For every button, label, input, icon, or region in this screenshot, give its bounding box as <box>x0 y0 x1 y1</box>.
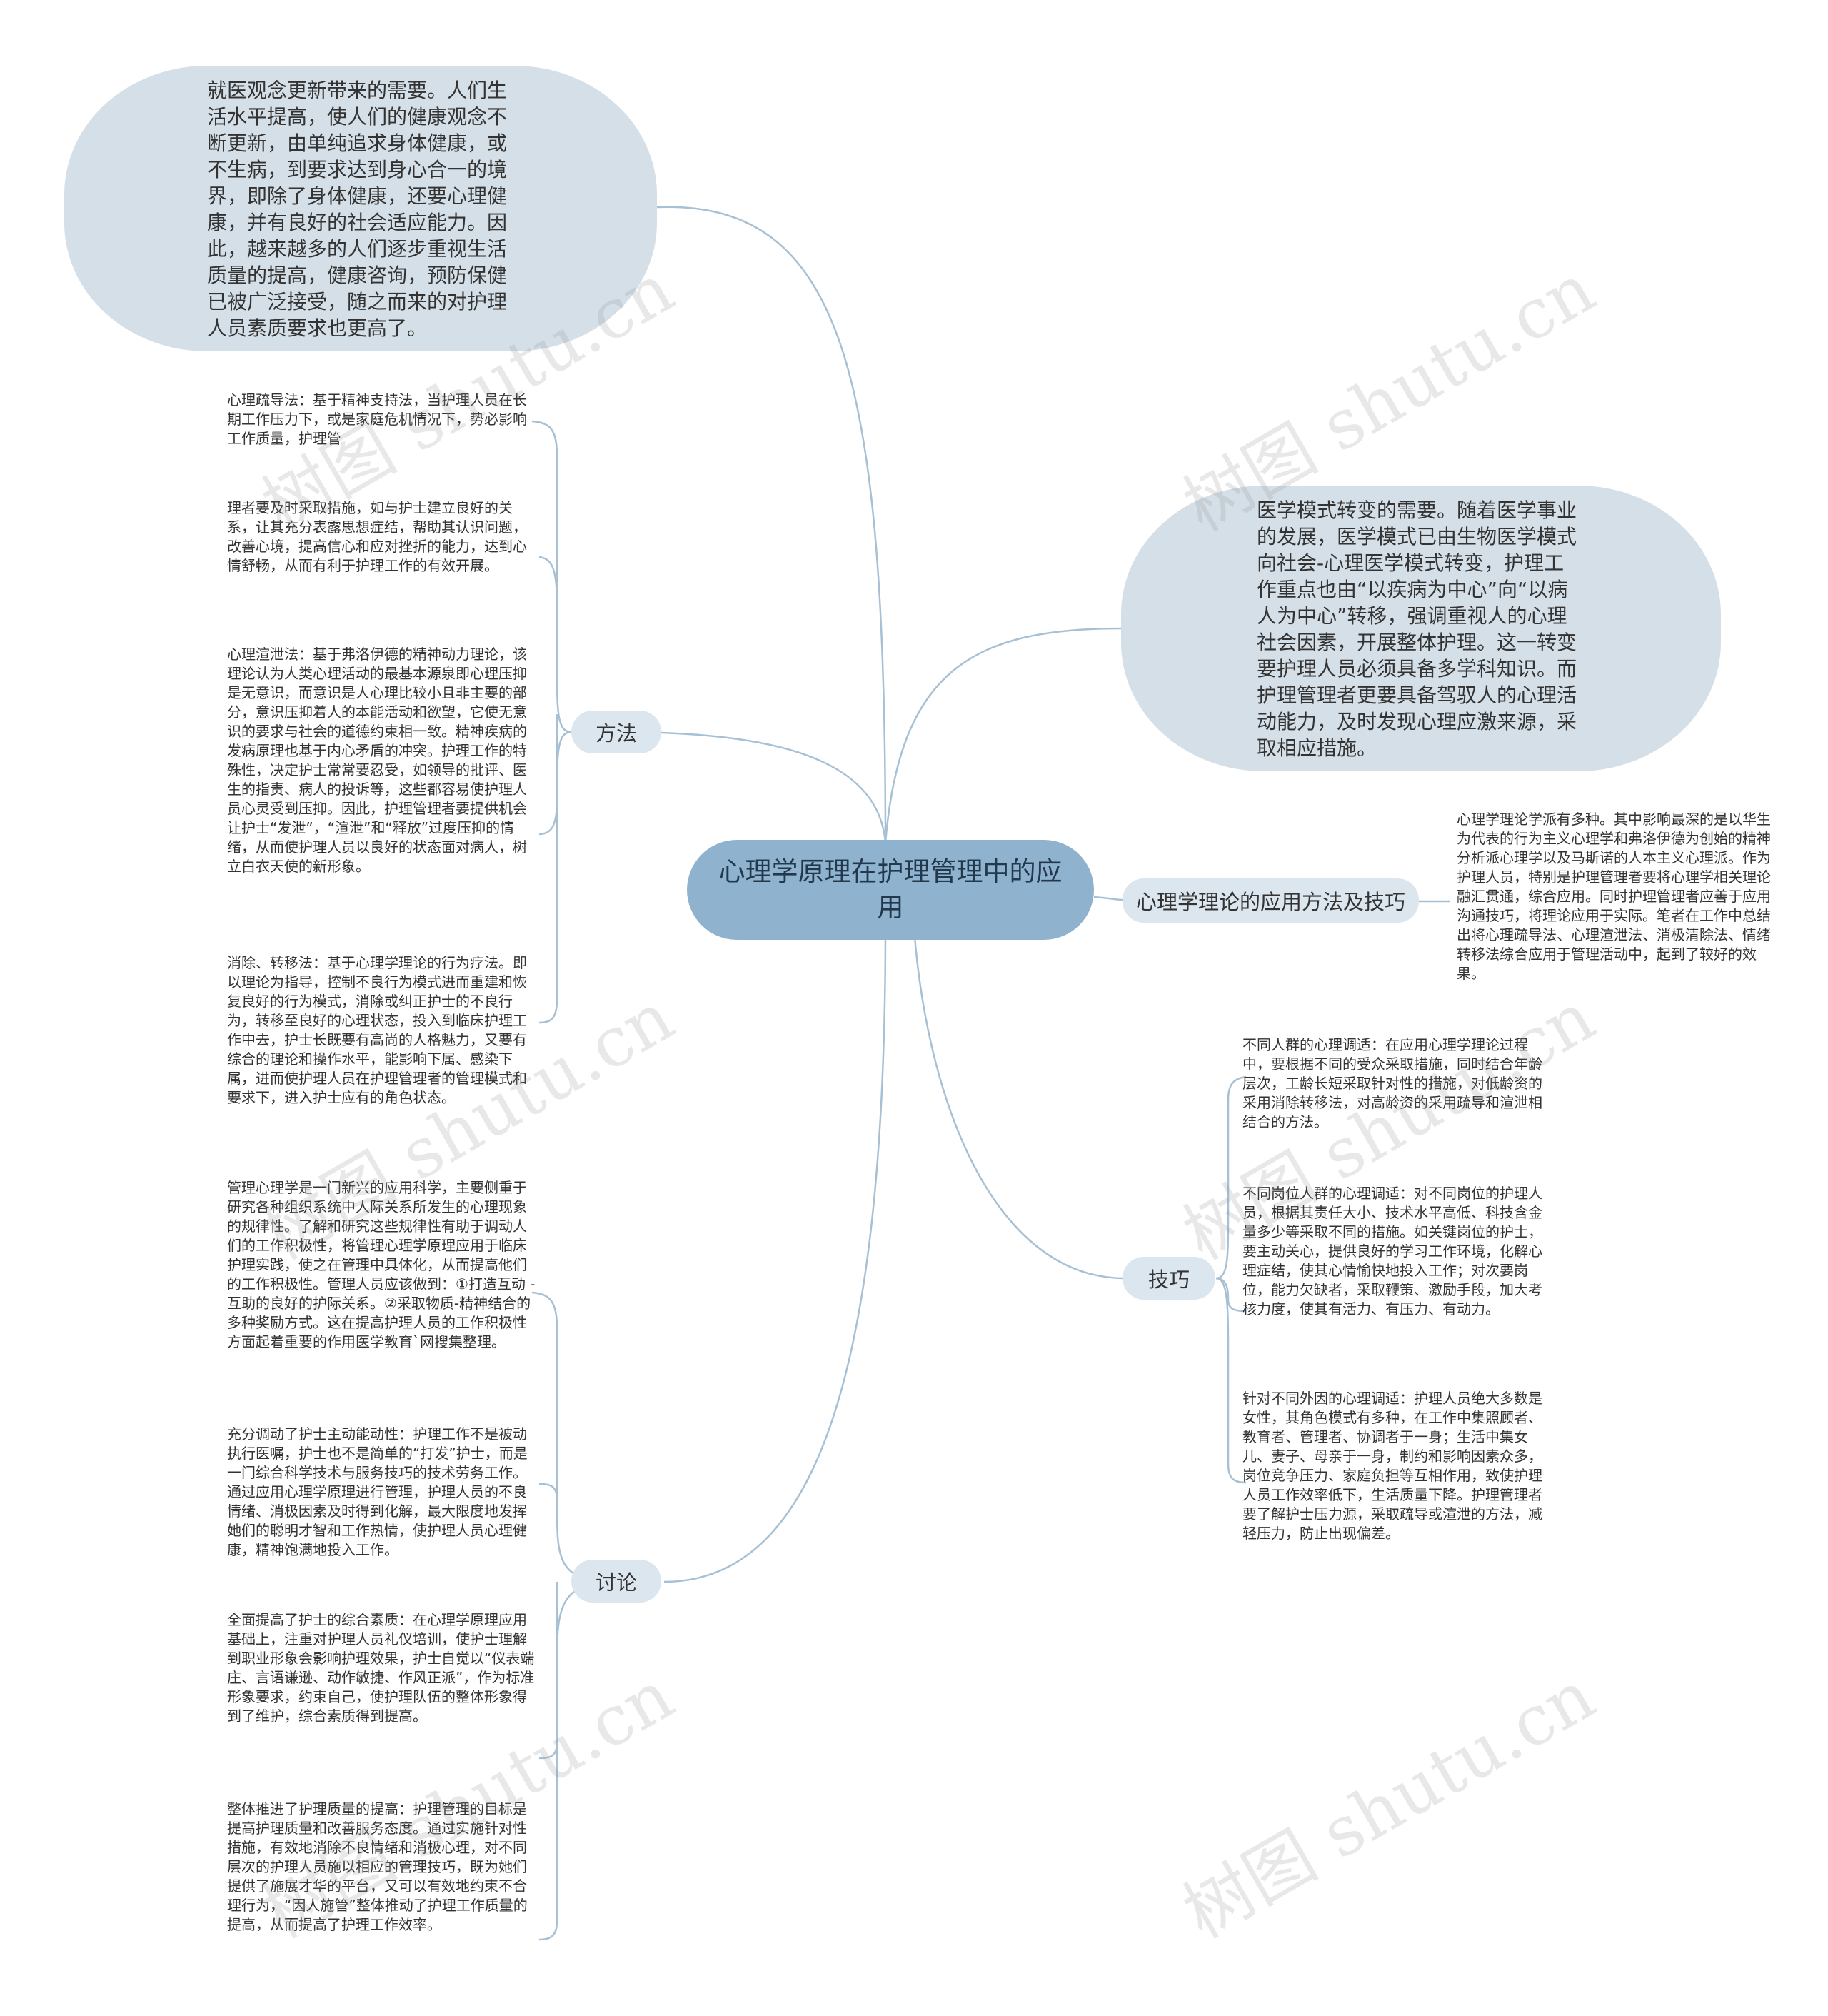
methods-item-4: 消除、转移法：基于心理学理论的行为疗法。即以理论为指导，控制不良行为模式进而重建… <box>227 954 527 1106</box>
bubble-medical-model-text: 医学模式转变的需要。随着医学事业的发展，医学模式已由生物医学模式向社会-心理医学… <box>1257 498 1577 760</box>
central-topic-label: 心理学原理在护理管理中的应用 <box>718 856 1063 923</box>
application-text: 心理学理论学派有多种。其中影响最深的是以华生为代表的行为主义心理学和弗洛伊德为创… <box>1457 811 1771 982</box>
branch-application[interactable]: 心理学理论的应用方法及技巧 <box>1123 878 1419 923</box>
bubble-medical-model[interactable]: 医学模式转变的需要。随着医学事业的发展，医学模式已由生物医学模式向社会-心理医学… <box>1121 486 1721 771</box>
methods-item-3: 心理渲泄法：基于弗洛伊德的精神动力理论，该理论认为人类心理活动的最基本源泉即心理… <box>227 646 527 875</box>
discussion-item-1: 管理心理学是一门新兴的应用科学，主要侧重于研究各种组织系统中人际关系所发生的心理… <box>227 1179 536 1350</box>
branch-skills[interactable]: 技巧 <box>1123 1257 1215 1300</box>
branch-application-label: 心理学理论的应用方法及技巧 <box>1135 890 1405 914</box>
branch-methods[interactable]: 方法 <box>571 711 661 753</box>
methods-item-1: 心理疏导法：基于精神支持法，当护理人员在长期工作压力下，或是家庭危机情况下，势必… <box>227 391 527 447</box>
skills-item-3: 针对不同外因的心理调适：护理人员绝大多数是女性，其角色模式有多种，在工作中集照顾… <box>1242 1390 1542 1542</box>
link-methods <box>619 731 887 843</box>
link-right-bubble <box>884 627 1122 843</box>
central-topic[interactable]: 心理学原理在护理管理中的应用 <box>687 840 1094 940</box>
discussion-item-2: 充分调动了护士主动能动性：护理工作不是被动执行医嘱，护士也不是简单的“打发”护士… <box>227 1425 528 1558</box>
discussion-item-4: 整体推进了护理质量的提高：护理管理的目标是提高护理质量和改善服务态度。通过实施针… <box>227 1800 528 1933</box>
branch-discussion[interactable]: 讨论 <box>571 1560 661 1603</box>
branch-methods-label: 方法 <box>595 721 637 746</box>
branch-skills-label: 技巧 <box>1147 1268 1190 1292</box>
methods-item-2: 理者要及时采取措施，如与护士建立良好的关系，让其充分表露思想症结，帮助其认识问题… <box>227 499 527 574</box>
skills-item-1: 不同人群的心理调适：在应用心理学理论过程中，要根据不同的受众采取措施，同时结合年… <box>1242 1036 1542 1130</box>
discussion-item-3: 全面提高了护士的综合素质：在心理学原理应用基础上，注重对护理人员礼仪培训，使护士… <box>227 1611 535 1725</box>
link-discussion <box>663 928 887 1583</box>
link-application <box>1093 896 1125 901</box>
skills-item-2: 不同岗位人群的心理调适：对不同岗位的护理人员，根据其责任大小、技术水平高低、科技… <box>1242 1185 1542 1318</box>
link-top-bubble <box>656 206 887 843</box>
bubble-medical-concept-text: 就医观念更新带来的需要。人们生活水平提高，使人们的健康观念不断更新，由单纯追求身… <box>207 79 508 340</box>
branch-discussion-label: 讨论 <box>595 1570 637 1595</box>
link-skills <box>913 928 1125 1280</box>
bubble-medical-concept[interactable]: 就医观念更新带来的需要。人们生活水平提高，使人们的健康观念不断更新，由单纯追求身… <box>64 66 657 351</box>
